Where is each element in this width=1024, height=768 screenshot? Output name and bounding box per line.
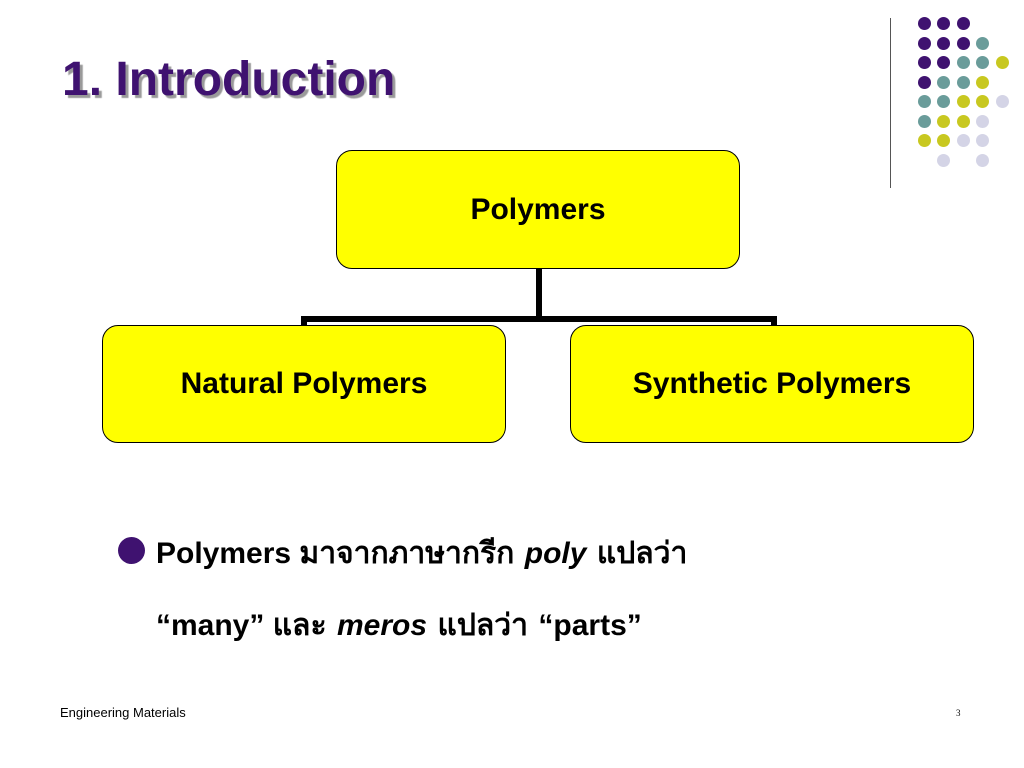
decorative-dot bbox=[917, 95, 931, 108]
connector-horizontal bbox=[301, 316, 777, 322]
page-number: 3 bbox=[956, 708, 961, 718]
text-run: meros bbox=[337, 609, 428, 642]
decorative-dot bbox=[917, 75, 931, 89]
decorative-dot bbox=[937, 17, 950, 30]
decorative-dot bbox=[976, 114, 989, 128]
decorative-dot bbox=[976, 134, 989, 147]
connector-vertical bbox=[536, 269, 542, 319]
decorative-dot bbox=[937, 56, 950, 69]
decorative-dot bbox=[937, 134, 950, 147]
decorative-dot bbox=[937, 36, 950, 50]
decorative-dot bbox=[956, 36, 970, 50]
connector-left-drop bbox=[301, 316, 307, 326]
text-run: แปลว่า bbox=[586, 536, 688, 571]
decorative-dot bbox=[976, 153, 989, 167]
bullet-text-line-1: Polymers มาจากภาษากรีก poly แปลว่า bbox=[156, 530, 687, 577]
text-run: และ bbox=[272, 608, 337, 643]
footer-text: Engineering Materials bbox=[60, 705, 186, 720]
diagram-node-natural-polymers: Natural Polymers bbox=[102, 325, 506, 443]
text-run: “many” bbox=[156, 609, 273, 642]
decorative-dot bbox=[995, 56, 1009, 69]
decorative-dot bbox=[956, 17, 970, 30]
decorative-dot bbox=[956, 56, 970, 69]
decorative-dot bbox=[976, 56, 989, 69]
text-run: แปลว่า bbox=[427, 608, 539, 643]
decorative-divider bbox=[890, 18, 891, 188]
decorative-dot bbox=[917, 56, 931, 69]
decorative-dot bbox=[937, 114, 950, 128]
decorative-dot bbox=[956, 114, 970, 128]
bullet-text-line-2: “many” และ meros แปลว่า “parts” bbox=[156, 602, 642, 649]
decorative-dot bbox=[917, 36, 931, 50]
decorative-dot bbox=[917, 114, 931, 128]
decorative-dot bbox=[917, 17, 931, 30]
text-run: poly bbox=[524, 537, 587, 570]
decorative-dot bbox=[937, 95, 950, 108]
text-run: Polymers bbox=[156, 537, 300, 570]
decorative-dot bbox=[995, 95, 1009, 108]
decorative-dot bbox=[937, 75, 950, 89]
slide-title: 1. Introduction bbox=[62, 53, 396, 106]
decorative-dot bbox=[937, 153, 950, 167]
text-run: “parts” bbox=[538, 609, 642, 642]
bullet-icon bbox=[118, 537, 145, 564]
decorative-dot bbox=[976, 95, 989, 108]
diagram-node-label: Natural Polymers bbox=[180, 367, 428, 400]
diagram-node-label: Polymers bbox=[470, 192, 606, 226]
decorative-dot bbox=[917, 134, 931, 147]
decorative-dot bbox=[956, 134, 970, 147]
diagram-node-synthetic-polymers: Synthetic Polymers bbox=[570, 325, 974, 443]
decorative-dot bbox=[976, 75, 989, 89]
diagram-node-polymers: Polymers bbox=[336, 150, 740, 269]
decorative-dot bbox=[956, 75, 970, 89]
decorative-dot bbox=[956, 95, 970, 108]
decorative-dot bbox=[976, 36, 989, 50]
text-run: มาจากภาษากรีก bbox=[299, 536, 525, 571]
diagram-node-label: Synthetic Polymers bbox=[632, 367, 912, 400]
connector-right-drop bbox=[771, 316, 777, 326]
